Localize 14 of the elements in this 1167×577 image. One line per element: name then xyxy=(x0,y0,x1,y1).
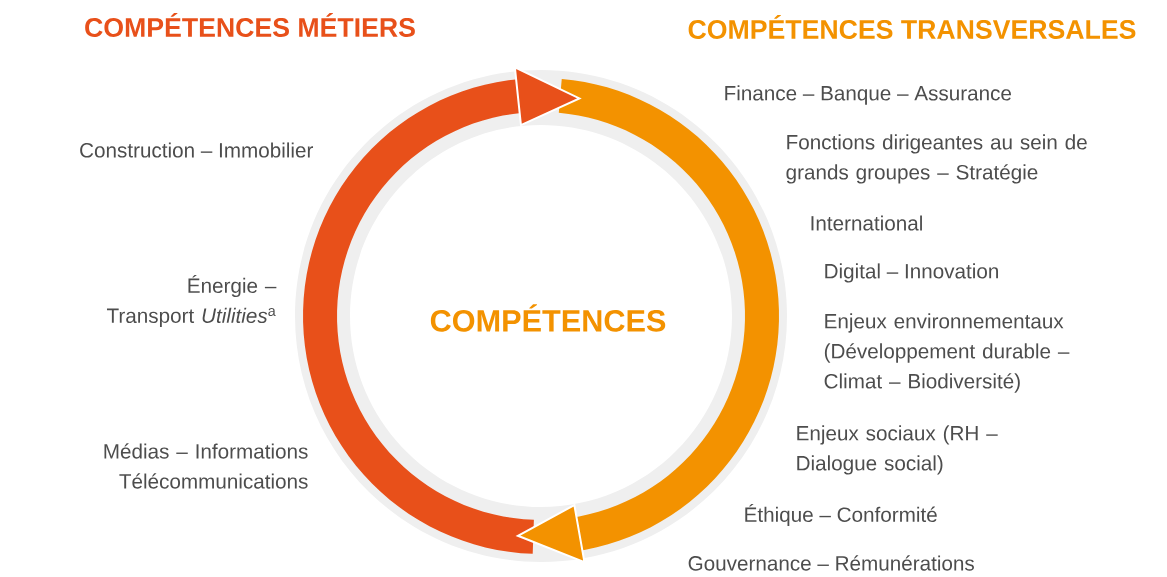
category-label: Gouvernance – Rémunérations xyxy=(688,555,974,571)
category-label: Éthique – Conformité xyxy=(745,503,937,527)
category-label: Construction – Immobilier xyxy=(80,142,313,158)
category-label: Médias – Informations Télécommunications xyxy=(104,443,308,489)
category-label: Finance – Banque – Assurance xyxy=(725,85,1011,105)
category-label: Digital – Innovation xyxy=(825,263,998,283)
category-label: Enjeux sociaux (RH – Dialogue social) xyxy=(797,425,998,475)
category-label: Enjeux environnementaux (Développement durable – Climat – Biodiversité) xyxy=(824,313,1070,393)
heading: COMPÉTENCES TRANSVERSALES xyxy=(688,15,1136,39)
category-label: Fonctions dirigeantes au sein de grands groupes – Stratégie xyxy=(786,134,1087,184)
category-label: International xyxy=(811,215,922,231)
center-label: COMPÉTENCES xyxy=(430,304,666,332)
category-label: Énergie – Transport Utilities$^{a}$ xyxy=(107,274,277,328)
heading: COMPÉTENCES MÉTIERS xyxy=(85,13,415,37)
